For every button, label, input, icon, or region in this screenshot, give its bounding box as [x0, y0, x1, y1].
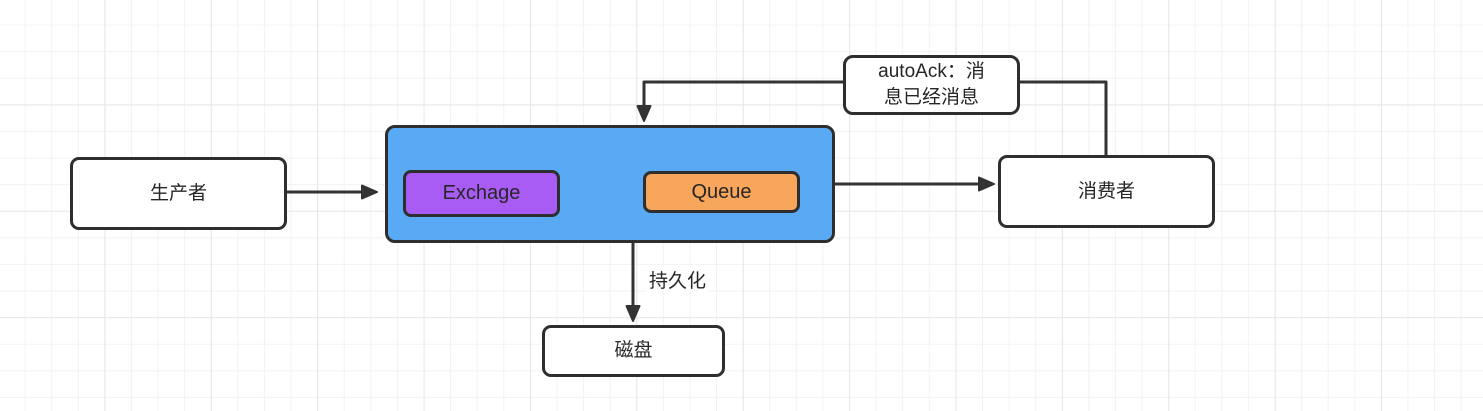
node-exchange: Exchage: [403, 170, 560, 217]
exchange-label: Exchage: [442, 182, 521, 204]
producer-label: 生产者: [149, 182, 207, 204]
node-disk: 磁盘: [542, 325, 725, 377]
node-consumer: 消费者: [998, 155, 1215, 228]
autoack-label-line2: 息已经消息: [883, 87, 979, 108]
edge-label-autoack: autoAck：消 息已经消息: [843, 55, 1020, 115]
queue-label: Queue: [691, 180, 752, 203]
disk-label: 磁盘: [614, 340, 653, 362]
node-producer: 生产者: [70, 157, 287, 230]
node-queue: Queue: [643, 171, 800, 213]
consumer-label: 消费者: [1077, 180, 1135, 202]
autoack-label-line1: autoAck：消: [878, 61, 985, 82]
edge-label-persistence: 持久化: [646, 266, 710, 293]
